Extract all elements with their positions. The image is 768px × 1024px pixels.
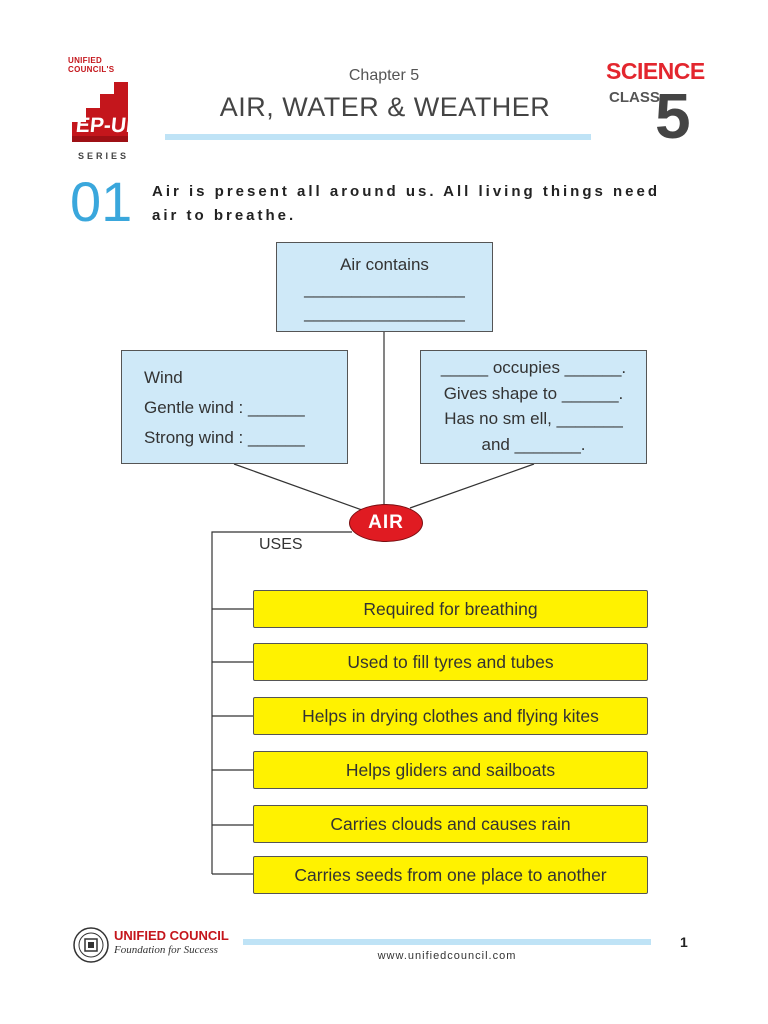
use-box: Helps in drying clothes and flying kites <box>253 697 648 735</box>
footer-org-name: UNIFIED COUNCIL <box>114 928 229 943</box>
gentle-wind-blank: Gentle wind : ______ <box>144 398 305 417</box>
strong-wind-blank: Strong wind : ______ <box>144 428 305 447</box>
use-box: Required for breathing <box>253 590 648 628</box>
unified-council-seal-icon <box>73 927 109 963</box>
logo-caption: UNIFIED COUNCIL'S <box>68 56 115 74</box>
logo-series: SERIES <box>78 151 130 161</box>
subject-label: SCIENCE <box>606 58 705 84</box>
air-contains-blank-1: _________________ <box>304 279 465 298</box>
page-title: AIR, WATER & WEATHER <box>219 92 551 122</box>
air-contains-box: Air contains _________________ _________… <box>276 242 493 332</box>
air-properties-box: _____ occupies ______. Gives shape to __… <box>420 350 647 464</box>
class-label: CLASS <box>609 89 660 106</box>
uses-label: USES <box>259 536 303 553</box>
property-line-1: _____ occupies ______. <box>440 358 627 377</box>
section-number: 01 <box>70 170 133 233</box>
property-line-2: Gives shape to ______. <box>443 383 624 403</box>
footer-url[interactable]: www.unifiedcouncil.com <box>377 950 517 962</box>
air-contains-title: Air contains <box>340 255 429 274</box>
section-text: Air is present all around us. All living… <box>152 183 661 224</box>
wind-title: Wind <box>144 368 183 387</box>
footer-org-tagline: Foundation for Success <box>114 944 218 956</box>
step-up-logo: UNIFIED COUNCIL'S STEP-UP SERIES <box>48 56 150 162</box>
use-box: Helps gliders and sailboats <box>253 751 648 789</box>
footer-rule <box>243 939 651 945</box>
air-contains-blank-2: _________________ <box>304 303 465 322</box>
use-box: Carries seeds from one place to another <box>253 856 648 894</box>
page-number: 1 <box>680 934 688 950</box>
use-box: Used to fill tyres and tubes <box>253 643 648 681</box>
class-number: 5 <box>655 80 691 152</box>
use-box: Carries clouds and causes rain <box>253 805 648 843</box>
property-line-4: and _______. <box>481 434 586 454</box>
step-up-wordmark-icon: STEP-UP <box>48 82 141 142</box>
logo-wordmark: STEP-UP <box>68 114 141 137</box>
title-underline <box>165 134 591 140</box>
property-line-3: Has no sm ell, _______ <box>444 409 623 428</box>
wind-box: Wind Gentle wind : ______ Strong wind : … <box>121 350 348 464</box>
air-center-node: AIR <box>349 504 423 542</box>
chapter-label: Chapter 5 <box>348 67 420 84</box>
